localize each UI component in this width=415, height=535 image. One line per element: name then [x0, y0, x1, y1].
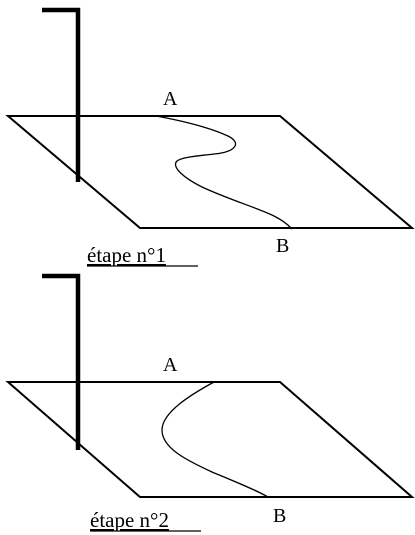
step-2-label-b: B	[273, 505, 286, 527]
step-1-caption: étape n°1	[87, 243, 166, 267]
step-2-plane	[5, 381, 415, 498]
step-2-post	[42, 273, 81, 450]
step-1-plane	[5, 115, 415, 229]
step-1-label-a: A	[163, 88, 178, 110]
step-2-figure: A B étape n°2	[5, 273, 415, 532]
step-2-label-a: A	[163, 354, 178, 376]
step-1-post	[42, 7, 81, 182]
step-1-label-b: B	[276, 235, 289, 257]
step-2-caption: étape n°2	[90, 508, 169, 532]
step-1-figure: A B étape n°1	[5, 7, 415, 267]
step-2-curve-a-b	[161, 381, 269, 498]
step-1-curve-a-b	[155, 115, 293, 230]
